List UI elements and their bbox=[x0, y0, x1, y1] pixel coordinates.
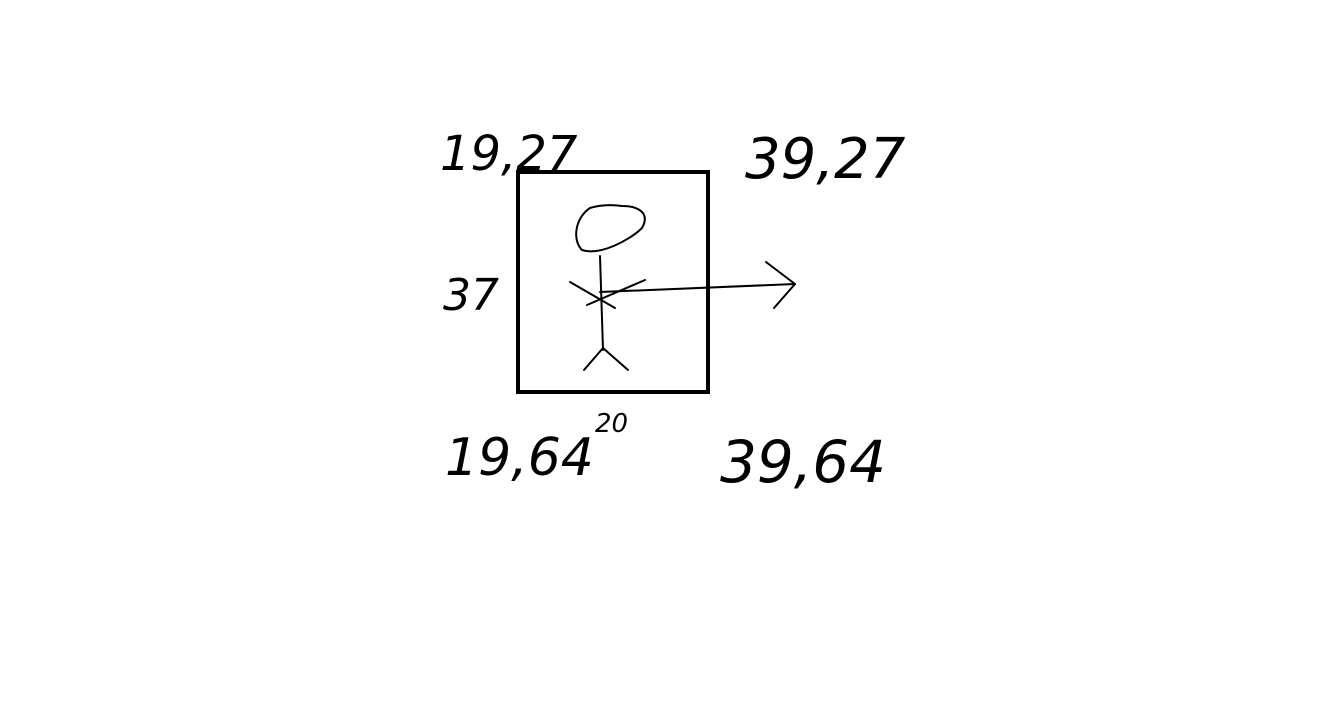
arrow-head bbox=[765, 261, 796, 309]
stick-figure-arm-right bbox=[586, 279, 646, 306]
bounding-box bbox=[516, 170, 710, 394]
stick-figure bbox=[569, 204, 646, 371]
stick-figure-leg-left bbox=[583, 347, 604, 371]
label-bottom-left: 19,64 bbox=[445, 428, 594, 488]
label-top-left: 19,27 bbox=[440, 126, 578, 182]
arrow-shaft bbox=[599, 283, 796, 293]
label-width: 20 bbox=[595, 409, 628, 439]
label-top-right: 39,27 bbox=[745, 127, 906, 192]
stick-figure-leg-right bbox=[602, 347, 629, 371]
label-height: 37 bbox=[443, 270, 499, 321]
stick-figure-head bbox=[575, 204, 646, 253]
stick-figure-arm-left bbox=[569, 281, 616, 309]
label-bottom-right: 39,64 bbox=[720, 428, 886, 496]
direction-arrow bbox=[599, 261, 796, 309]
stick-figure-body bbox=[599, 255, 604, 351]
